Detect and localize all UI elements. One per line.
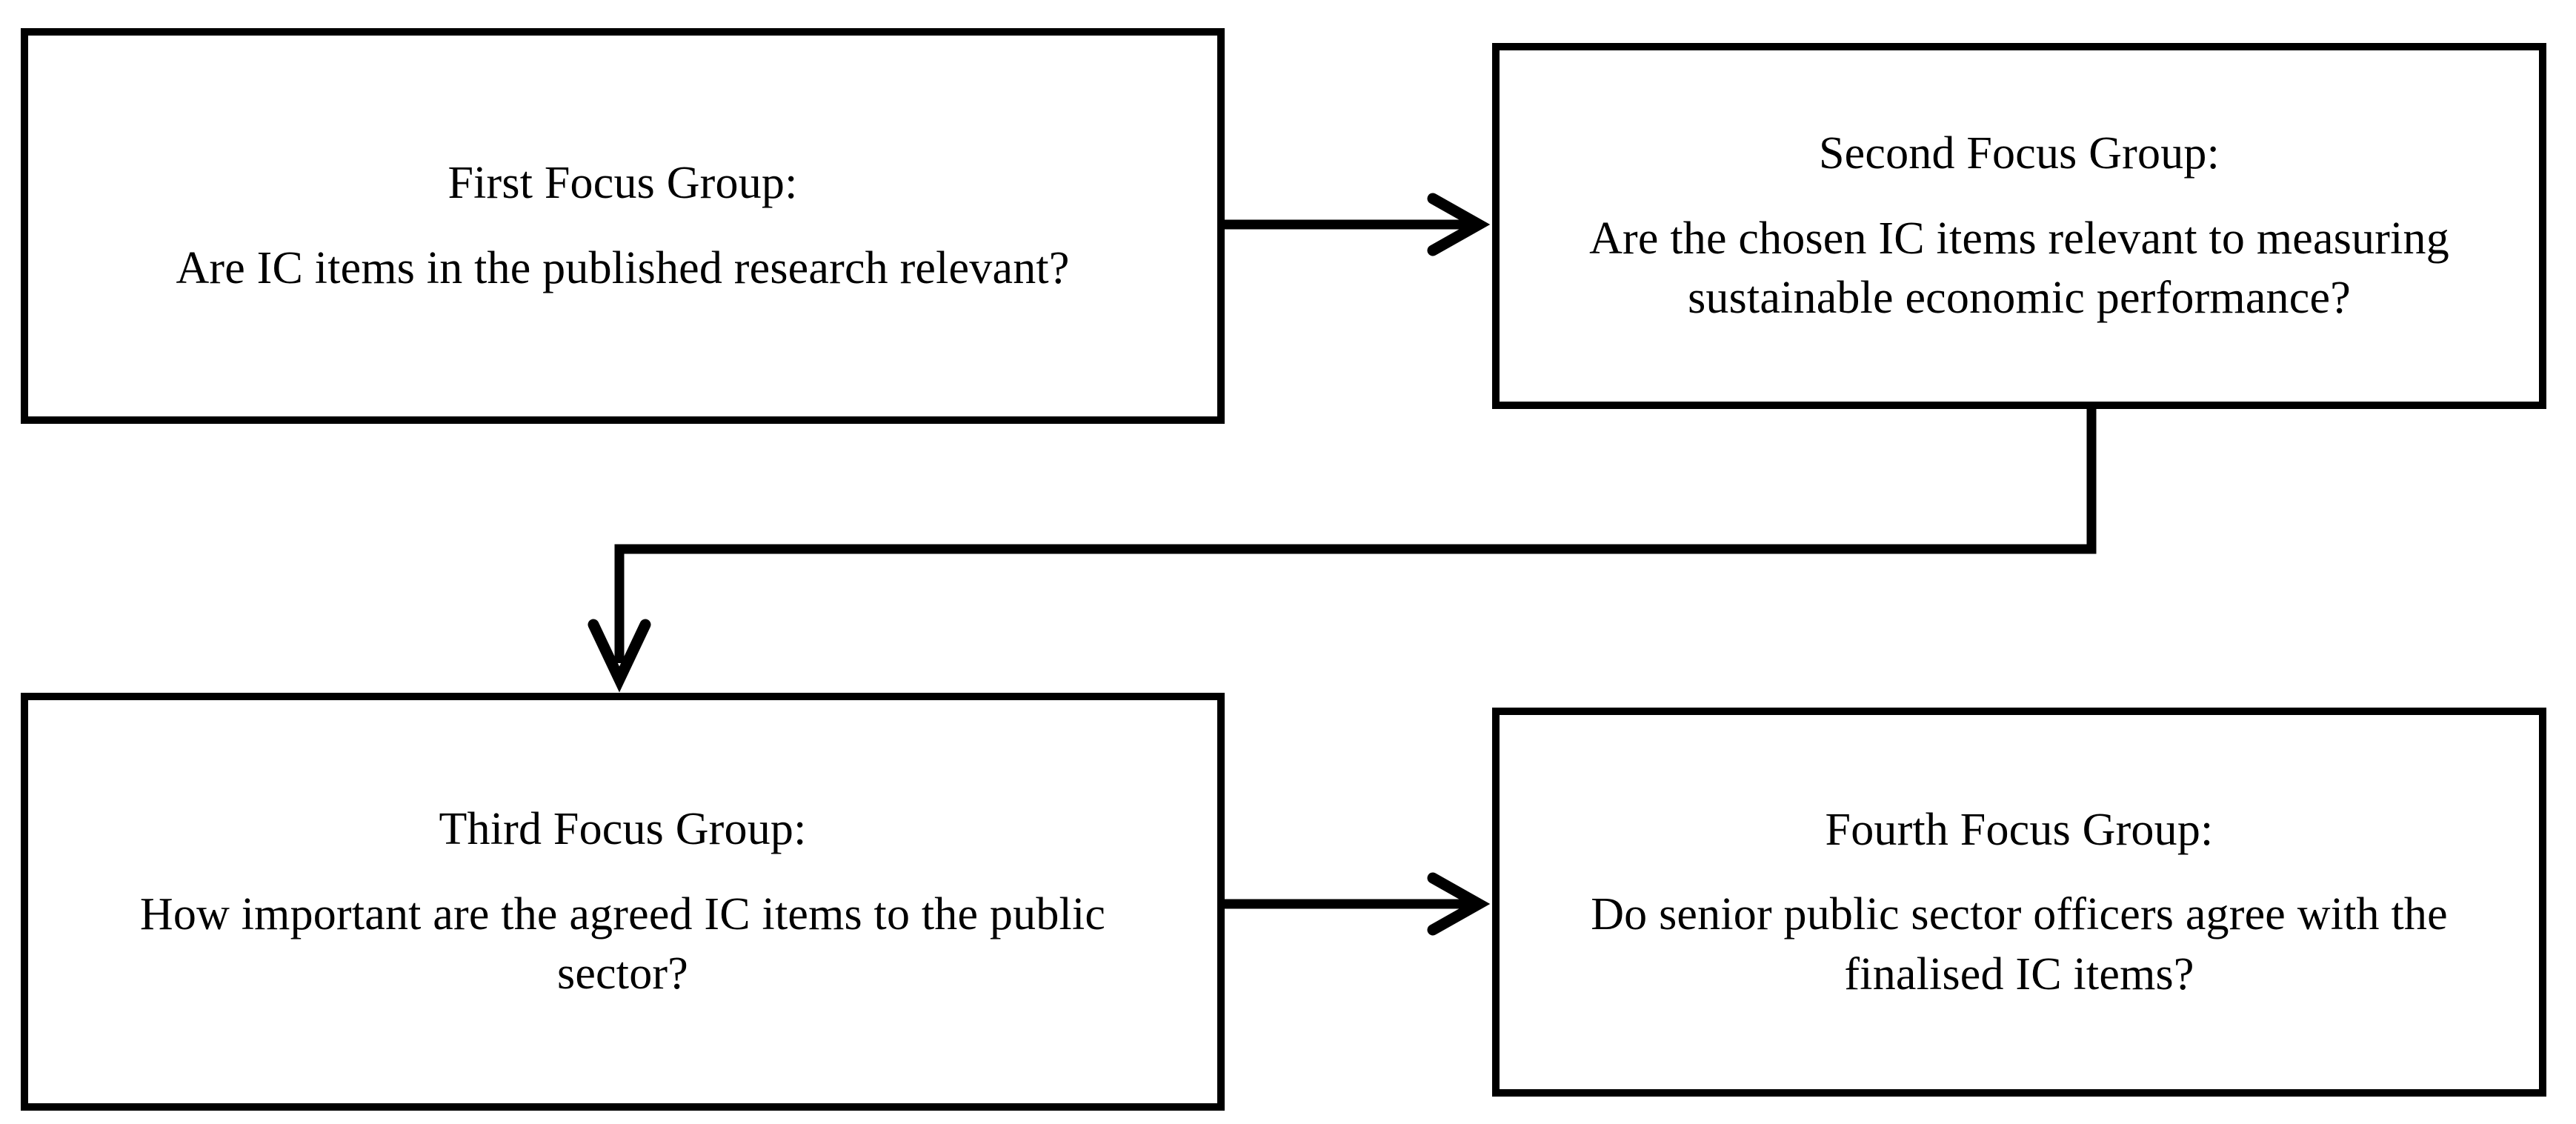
- node-fourth-focus-group-title: Fourth Focus Group:: [1825, 804, 2214, 855]
- node-third-focus-group-question: How important are the agreed IC items to…: [139, 888, 1106, 1000]
- connector-second-to-third: [588, 409, 2097, 693]
- arrowhead-right-icon: [1427, 193, 1491, 256]
- arrowhead-right-icon: [1427, 872, 1491, 936]
- node-first-focus-group-question: Are IC items in the published research r…: [176, 243, 1070, 293]
- node-second-focus-group-title: Second Focus Group:: [1818, 128, 2220, 179]
- node-third-focus-group-title: Third Focus Group:: [439, 804, 807, 855]
- node-fourth-focus-group-question: Do senior public sector officers agree w…: [1591, 889, 2448, 1000]
- connector-second-to-third-line: [614, 409, 2097, 663]
- connector-third-to-fourth: [1225, 872, 1491, 936]
- arrowhead-down-icon: [588, 619, 651, 693]
- node-third-focus-group[interactable]: Third Focus Group: How important are the…: [21, 693, 1225, 1111]
- node-second-focus-group[interactable]: Second Focus Group: Are the chosen IC it…: [1492, 43, 2546, 409]
- node-second-focus-group-question: Are the chosen IC items relevant to meas…: [1589, 213, 2449, 324]
- connector-first-to-second: [1225, 193, 1491, 256]
- node-first-focus-group[interactable]: First Focus Group: Are IC items in the p…: [21, 28, 1225, 424]
- node-fourth-focus-group[interactable]: Fourth Focus Group: Do senior public sec…: [1492, 708, 2546, 1097]
- node-first-focus-group-title: First Focus Group:: [447, 158, 798, 209]
